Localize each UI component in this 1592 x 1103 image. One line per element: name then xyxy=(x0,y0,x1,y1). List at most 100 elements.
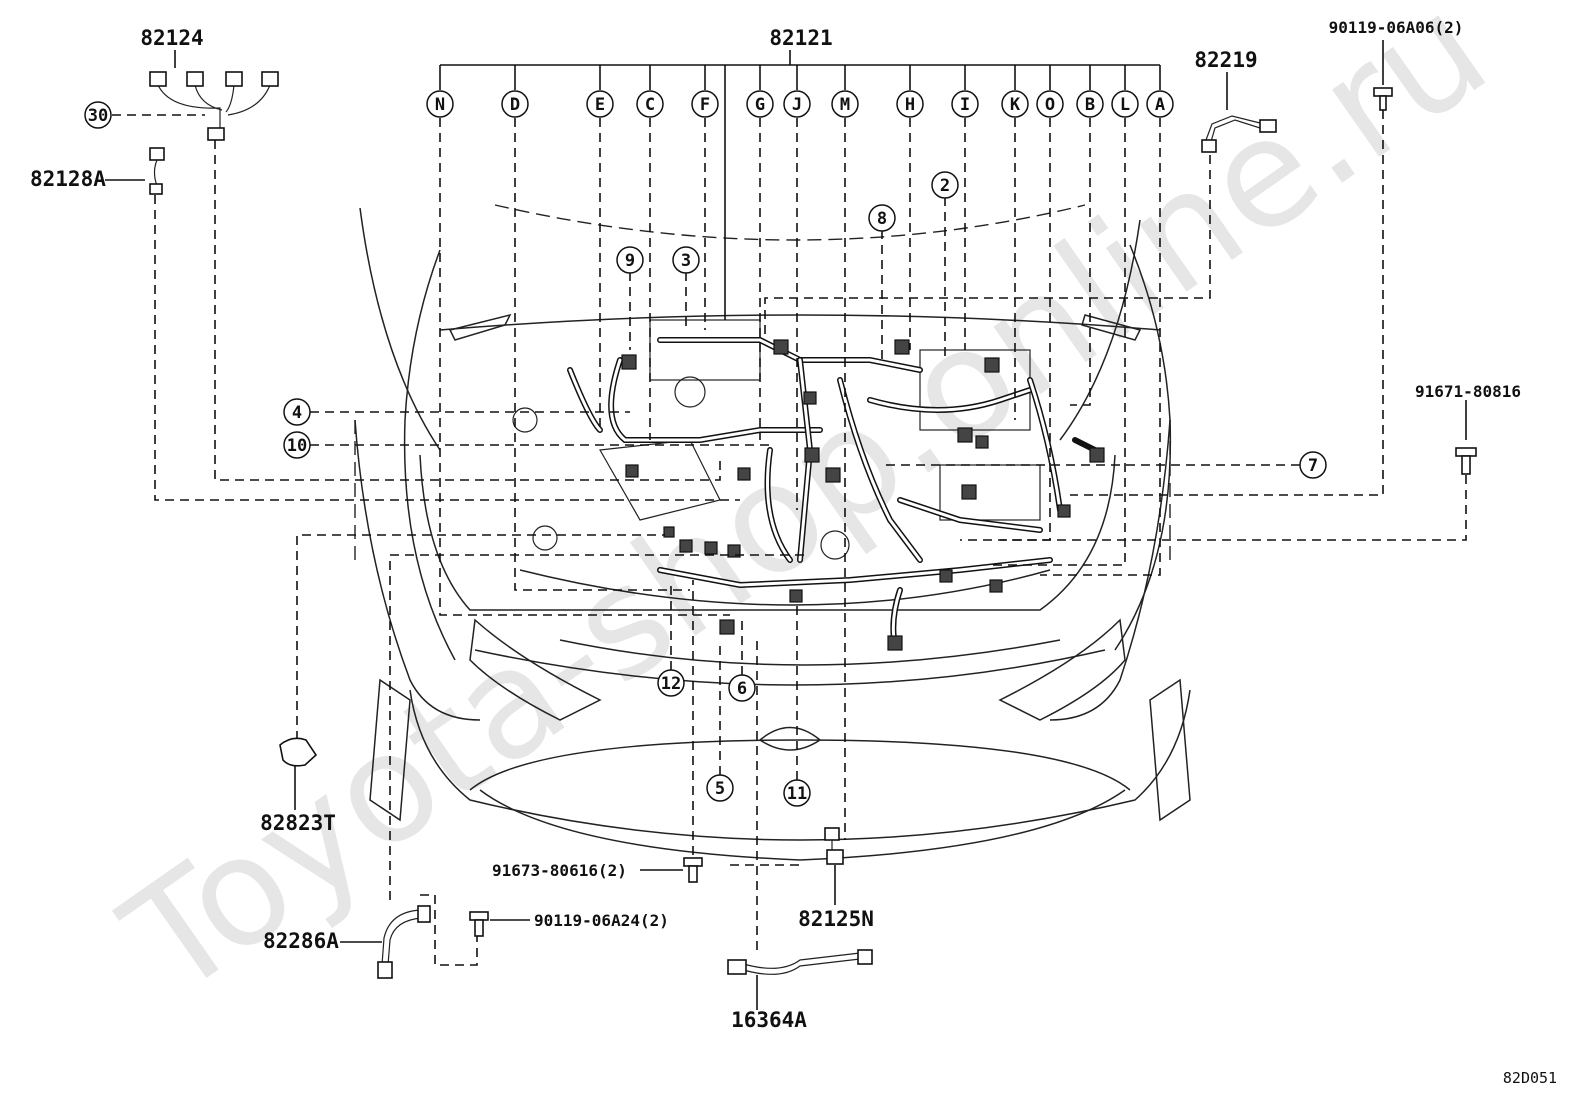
connector-icon xyxy=(773,339,789,355)
part-label-90119-06A24[interactable]: 90119-06A24(2) xyxy=(534,911,669,930)
branch-circle xyxy=(1036,90,1064,118)
branch-letter: H xyxy=(905,95,915,115)
branch-circle xyxy=(746,90,774,118)
vehicle-outline xyxy=(354,204,1191,861)
part-label-82125N[interactable]: 82125N xyxy=(798,907,874,931)
part-82823T-icon xyxy=(279,737,318,767)
part-label-91673-80616[interactable]: 91673-80616(2) xyxy=(492,861,627,880)
callout-circle xyxy=(728,674,756,702)
branch-letter: A xyxy=(1155,95,1165,115)
number-callouts: 30 2 3 4 5 6 7 8 9 10 11 12 xyxy=(84,101,1327,807)
callout-number: 9 xyxy=(625,251,635,271)
pulley-icon xyxy=(820,530,850,560)
main-harness-branches xyxy=(439,50,1161,840)
callout-number: 11 xyxy=(787,784,807,804)
connector-icon xyxy=(719,619,735,635)
part-label-82121[interactable]: 82121 xyxy=(769,26,832,50)
connector-icon xyxy=(803,391,817,405)
connector-icon xyxy=(1057,504,1071,518)
part-label-82286A[interactable]: 82286A xyxy=(263,929,339,953)
callout-number: 4 xyxy=(292,403,302,423)
branch-circle xyxy=(831,90,859,118)
callout-circle xyxy=(672,246,700,274)
callout-number: 7 xyxy=(1308,456,1318,476)
bolt-icon xyxy=(1373,87,1393,111)
callout-circle xyxy=(84,101,112,129)
callout-circle xyxy=(868,204,896,232)
branch-letter: N xyxy=(435,95,445,115)
connector-icon xyxy=(737,467,751,481)
part-label-82823T[interactable]: 82823T xyxy=(260,811,336,835)
bolt-icon xyxy=(683,857,703,883)
connector-icon xyxy=(679,539,693,553)
connector-icon xyxy=(939,569,953,583)
part-label-82219[interactable]: 82219 xyxy=(1194,48,1257,72)
branch-circle xyxy=(501,90,529,118)
branch-letter: E xyxy=(595,95,605,115)
part-82125N-icon xyxy=(824,827,844,865)
branch-circle xyxy=(951,90,979,118)
branch-circle xyxy=(783,90,811,118)
bolt-icon xyxy=(663,526,675,538)
diagram-code: 82D051 xyxy=(1503,1069,1557,1087)
part-16364A-icon xyxy=(727,949,873,975)
connector-icon xyxy=(704,541,718,555)
branch-circle xyxy=(1001,90,1029,118)
callout-circle xyxy=(283,398,311,426)
connector-icon xyxy=(989,579,1003,593)
connector-icon xyxy=(975,435,989,449)
part-label-91671-80816[interactable]: 91671-80816 xyxy=(1415,382,1521,401)
part-82286A-icon xyxy=(377,905,431,979)
callout-number: 10 xyxy=(287,436,307,456)
letter-callouts: N D E C F G J M H I K O B L A xyxy=(426,90,1174,118)
part-82219-icon xyxy=(1201,115,1277,153)
connector-icon xyxy=(625,464,639,478)
connector-icon xyxy=(1089,447,1105,463)
branch-letter: C xyxy=(645,95,655,115)
connector-icon xyxy=(984,357,1000,373)
part-label-90119-06A06[interactable]: 90119-06A06(2) xyxy=(1329,18,1464,37)
connector-icon xyxy=(887,635,903,651)
bolt-icon xyxy=(1455,447,1477,475)
bolt-icon xyxy=(469,911,489,937)
branch-letter: B xyxy=(1085,95,1095,115)
engine-harness-assembly xyxy=(512,319,1105,651)
branch-letter: F xyxy=(700,95,710,115)
part-number-labels: 82121 82124 82128A 82219 90119-06A06(2) … xyxy=(30,18,1557,1087)
fuse-box-icon xyxy=(939,464,1041,521)
callout-circle xyxy=(283,431,311,459)
connector-icon xyxy=(825,467,841,483)
callout-number: 2 xyxy=(940,176,950,196)
branch-letter: O xyxy=(1045,95,1055,115)
reservoir-icon xyxy=(532,525,558,551)
part-label-82128A[interactable]: 82128A xyxy=(30,167,106,191)
branch-letter: M xyxy=(840,95,850,115)
connector-icon xyxy=(894,339,910,355)
callout-number: 5 xyxy=(715,779,725,799)
connector-icon xyxy=(621,354,637,370)
callout-circle xyxy=(706,774,734,802)
connector-icon xyxy=(957,427,973,443)
branch-circle xyxy=(1076,90,1104,118)
part-label-16364A[interactable]: 16364A xyxy=(731,1008,807,1032)
branch-circle xyxy=(1146,90,1174,118)
callout-number: 8 xyxy=(877,209,887,229)
connector-icon xyxy=(961,484,977,500)
callout-circle xyxy=(1299,451,1327,479)
branch-letter: L xyxy=(1120,95,1130,115)
branch-circle xyxy=(896,90,924,118)
part-leaders xyxy=(105,40,1467,1010)
connector-icon xyxy=(804,447,820,463)
connector-icon xyxy=(727,544,741,558)
branch-circle xyxy=(426,90,454,118)
branch-circle xyxy=(691,90,719,118)
branch-letter: J xyxy=(792,95,802,115)
branch-circle xyxy=(586,90,614,118)
part-label-82124[interactable]: 82124 xyxy=(140,26,203,50)
connector-icon xyxy=(789,589,803,603)
branch-letter: D xyxy=(510,95,520,115)
branch-letter: K xyxy=(1010,95,1021,115)
callout-circle xyxy=(616,246,644,274)
